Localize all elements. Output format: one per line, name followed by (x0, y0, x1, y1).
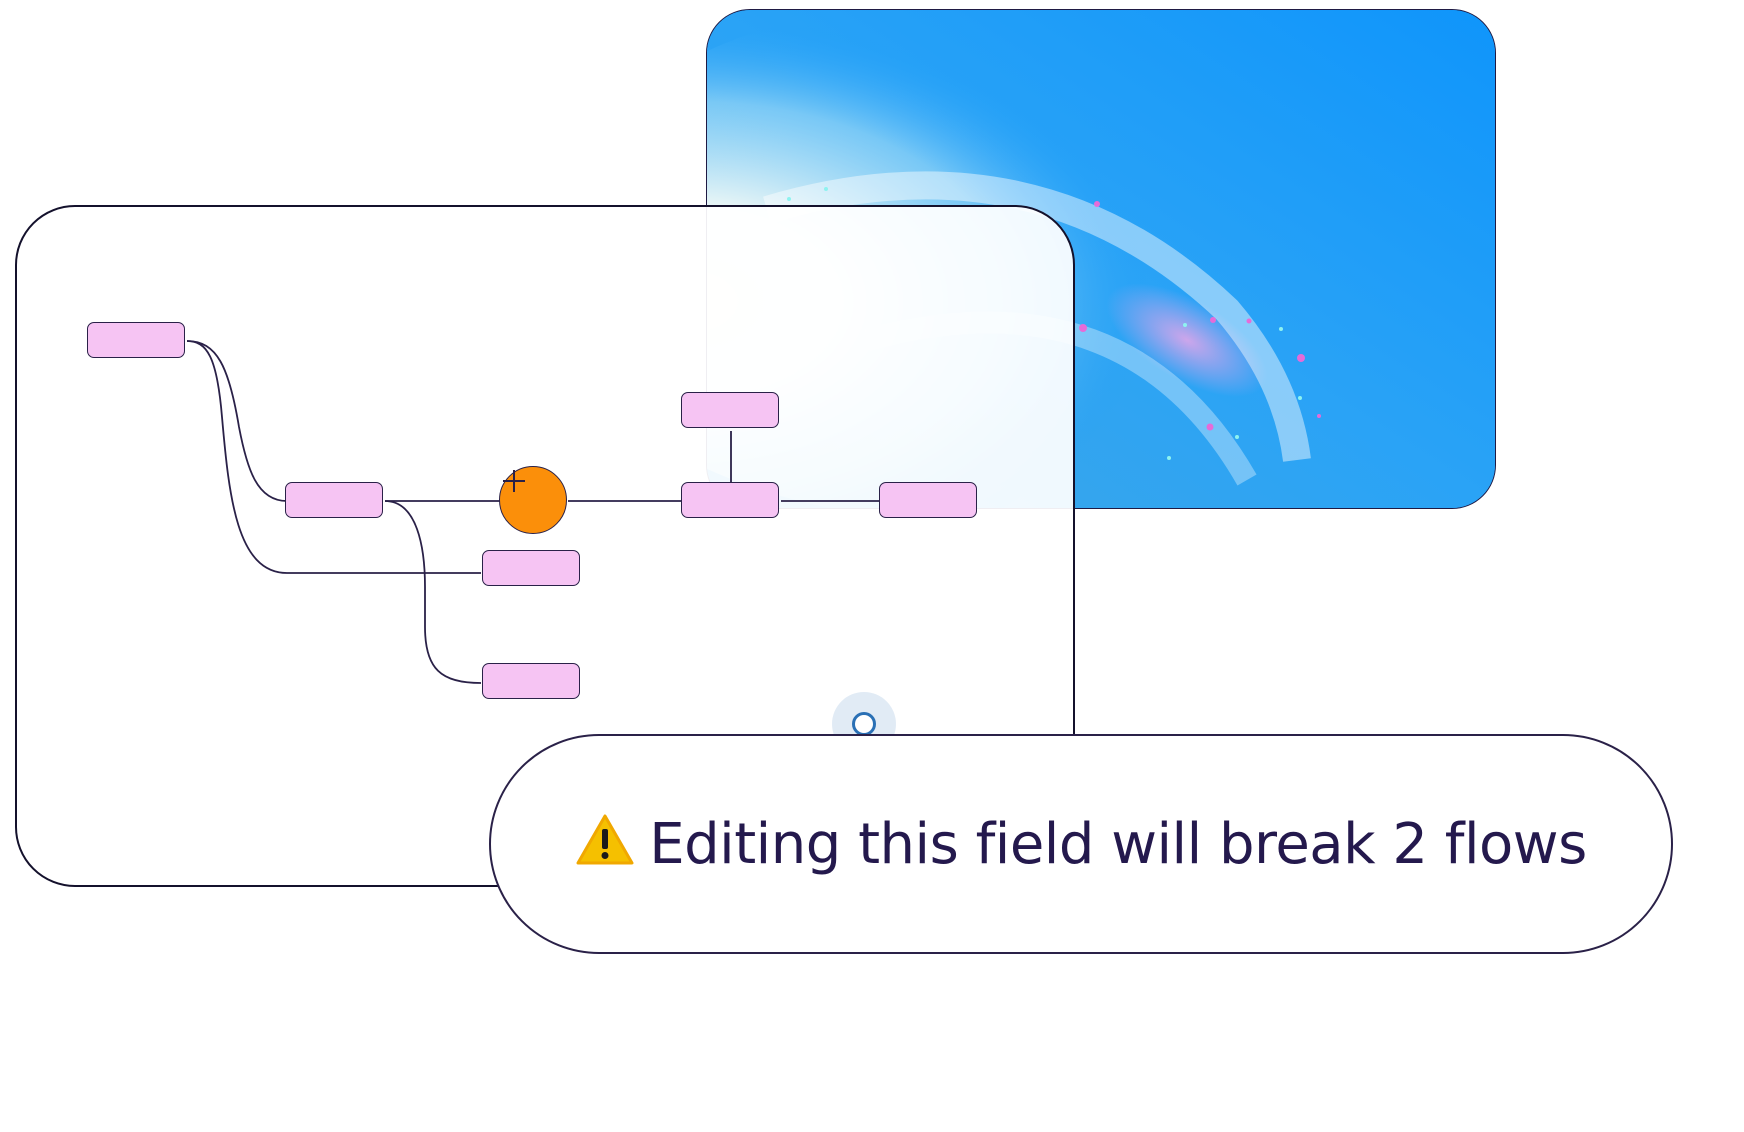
add-step-button[interactable] (499, 466, 567, 534)
flow-node[interactable] (681, 482, 779, 518)
connector (384, 500, 482, 684)
flow-node[interactable] (285, 482, 383, 518)
flow-node[interactable] (482, 663, 580, 699)
sparkle-dots (1079, 201, 1321, 431)
flow-node-start[interactable] (87, 322, 185, 358)
warning-icon (576, 814, 634, 865)
flow-connectors (186, 340, 879, 684)
warning-message: Editing this field will break 2 flows (649, 811, 1587, 877)
warning-banner: Editing this field will break 2 flows (489, 734, 1673, 954)
flow-node[interactable] (482, 550, 580, 586)
connector (186, 340, 481, 574)
flow-node[interactable] (681, 392, 779, 428)
plus-icon (503, 470, 525, 492)
flow-node-end[interactable] (879, 482, 977, 518)
connector (186, 340, 288, 502)
